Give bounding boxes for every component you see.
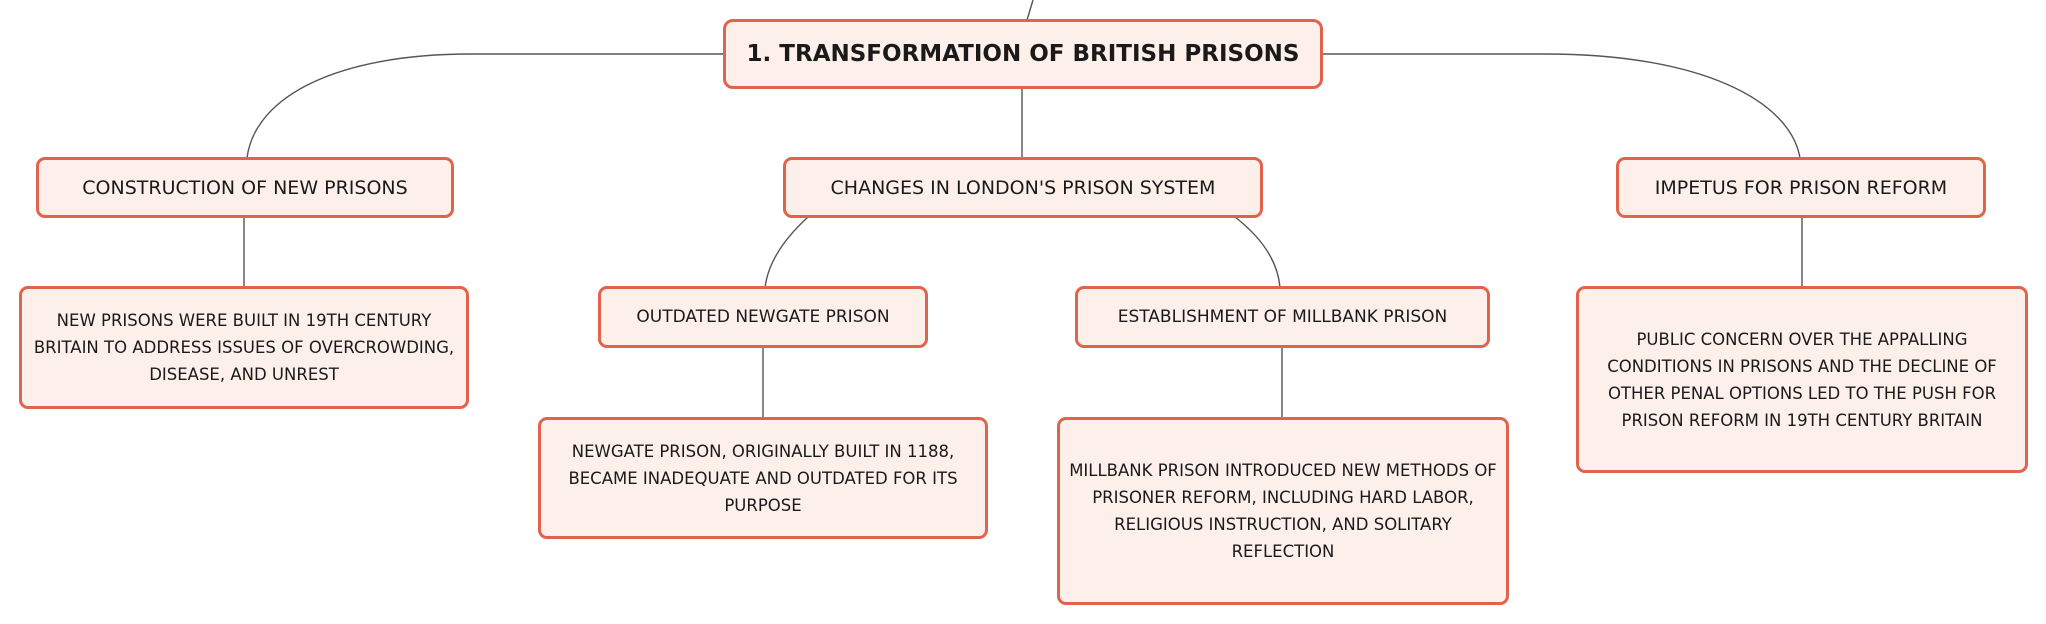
impetus-detail-node[interactable]: PUBLIC CONCERN OVER THE APPALLING CONDIT… (1576, 286, 2028, 473)
branch-changes-in-london-prison-system[interactable]: CHANGES IN LONDON'S PRISON SYSTEM (783, 157, 1263, 218)
root-topic-label: 1. TRANSFORMATION OF BRITISH PRISONS (746, 41, 1300, 67)
branch-london-label: CHANGES IN LONDON'S PRISON SYSTEM (830, 176, 1216, 199)
subtopic-establishment-of-millbank-prison[interactable]: ESTABLISHMENT OF MILLBANK PRISON (1075, 286, 1490, 348)
connector-root-impetus (1323, 53, 1801, 159)
millbank-label: ESTABLISHMENT OF MILLBANK PRISON (1117, 307, 1448, 327)
newgate-detail-node[interactable]: NEWGATE PRISON, ORIGINALLY BUILT IN 1188… (538, 417, 988, 539)
millbank-detail-node[interactable]: MILLBANK PRISON INTRODUCED NEW METHODS O… (1057, 417, 1509, 605)
root-topic[interactable]: 1. TRANSFORMATION OF BRITISH PRISONS (723, 19, 1323, 89)
impetus-detail-text: PUBLIC CONCERN OVER THE APPALLING CONDIT… (1607, 329, 1997, 430)
branch-impetus-for-prison-reform[interactable]: IMPETUS FOR PRISON REFORM (1616, 157, 1986, 218)
connector-root-construction (246, 53, 725, 159)
millbank-detail-text: MILLBANK PRISON INTRODUCED NEW METHODS O… (1069, 461, 1497, 561)
connector-parent-root (1026, 0, 1034, 21)
newgate-detail-text: NEWGATE PRISON, ORIGINALLY BUILT IN 1188… (568, 441, 958, 515)
construction-detail-text: NEW PRISONS WERE BUILT IN 19TH CENTURY B… (33, 311, 455, 384)
newgate-label: OUTDATED NEWGATE PRISON (636, 307, 890, 327)
branch-impetus-label: IMPETUS FOR PRISON REFORM (1654, 176, 1948, 199)
subtopic-outdated-newgate-prison[interactable]: OUTDATED NEWGATE PRISON (598, 286, 928, 348)
branch-construction-of-new-prisons[interactable]: CONSTRUCTION OF NEW PRISONS (36, 157, 454, 218)
branch-construction-label: CONSTRUCTION OF NEW PRISONS (82, 176, 408, 199)
construction-detail-node[interactable]: NEW PRISONS WERE BUILT IN 19TH CENTURY B… (19, 286, 469, 409)
connector-london-millbank (1234, 216, 1281, 289)
connector-london-newgate (764, 216, 809, 289)
